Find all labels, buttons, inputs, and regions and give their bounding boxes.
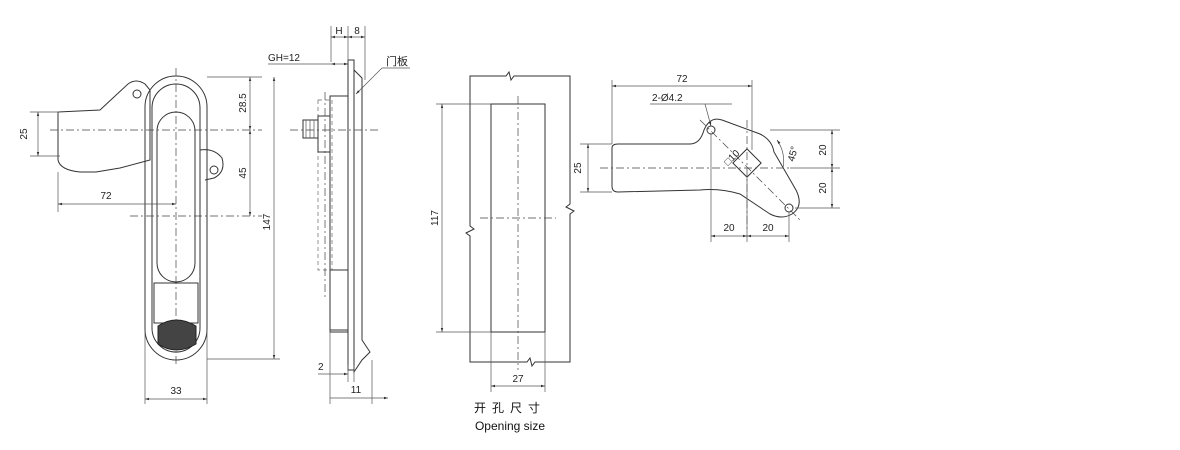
front-view: 25 72 28.5 45 147 33 [19,68,280,404]
dim-20-bottom: 20 [818,182,829,194]
screw-head [302,119,319,139]
dim-20-top: 20 [818,144,829,156]
lever-ear [199,149,224,181]
dim-11: 11 [351,385,362,396]
dim-25: 25 [19,128,30,140]
dim-holes: 2-Ø4.2 [652,93,683,104]
dim-72-cam: 72 [676,74,688,85]
dim-117: 117 [430,210,441,226]
opening-view: 117 27 开孔尺寸 Opening size [430,70,575,433]
cam-plate [611,118,800,218]
caption-cn: 开孔尺寸 [474,401,546,415]
trigger-button [157,319,197,351]
caption-en: Opening size [475,419,545,433]
handle-lever [57,80,151,173]
dim-2: 2 [318,362,324,373]
lever-pin-bottom [209,165,219,175]
dim-147: 147 [262,213,273,230]
dim-20-right: 20 [762,223,774,234]
dim-33: 33 [170,386,182,397]
dim-72-front: 72 [100,191,112,202]
side-view: H 8 GH=12 门板 2 11 [268,26,410,404]
cam-view: 72 2-Ø4.2 □10 45° 25 20 20 20 20 [573,74,840,242]
dim-H: H [335,26,342,37]
dim-square: □10 [722,148,742,168]
dim-25-cam: 25 [573,162,584,174]
lever-pin-top [132,89,142,99]
dim-20-left: 20 [723,223,735,234]
dim-angle: 45° [786,145,801,162]
dim-27: 27 [512,374,524,385]
panel-label: 门板 [386,54,408,68]
door-panel [347,59,355,371]
dim-GH: GH=12 [268,53,300,64]
hole-bottom [784,203,794,213]
dim-45: 45 [238,167,249,179]
hole-top [706,125,716,135]
body-flange [329,95,349,333]
dim-28-5: 28.5 [238,93,249,113]
dim-8: 8 [354,26,360,37]
square-drive [732,148,762,178]
